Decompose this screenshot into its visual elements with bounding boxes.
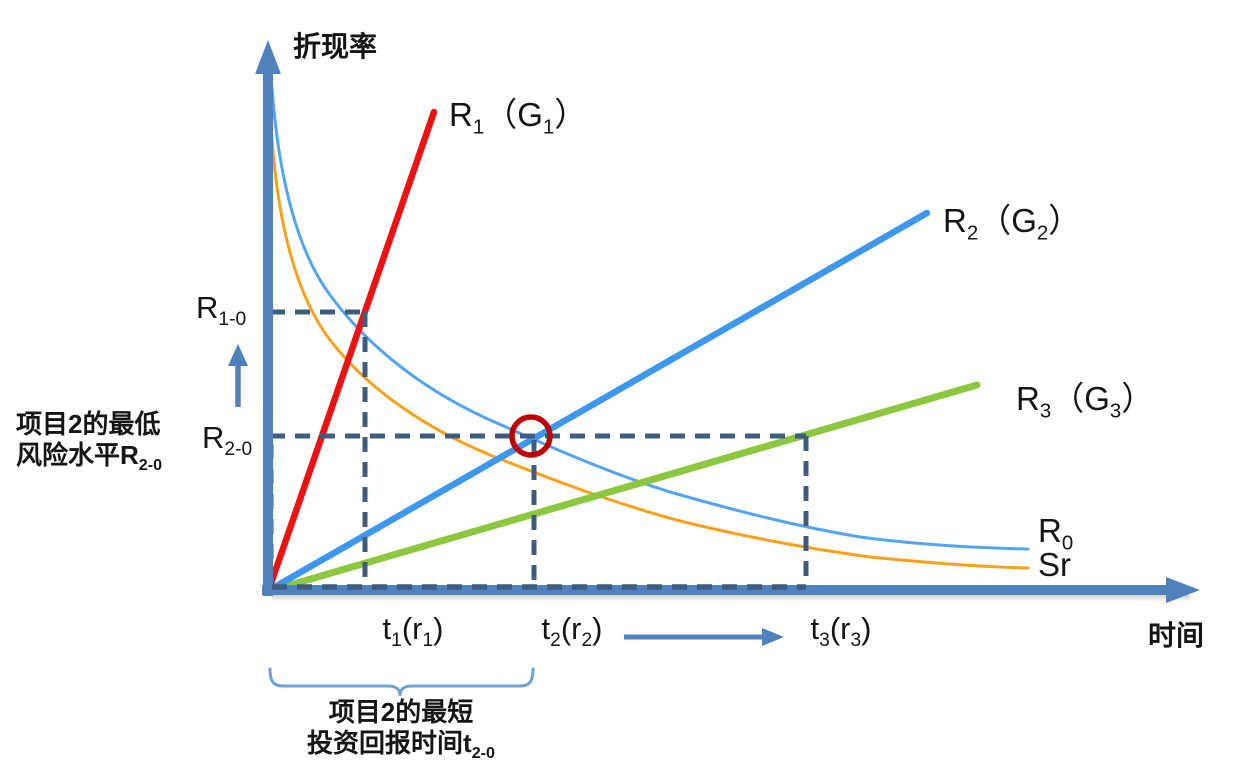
r2-line [262,209,931,596]
y-axis-arrowhead [255,40,281,74]
payback-time-annotation: 项目2的最短 投资回报时间t2-0 [307,697,495,763]
r3-line-label: R3（G3） [1016,380,1155,423]
t2-to-t3-arrow [624,628,784,646]
r0-curve [270,86,1030,551]
r3-line [262,381,981,596]
r1-line-label: R1（G1） [449,96,588,139]
axes [262,66,1172,596]
t1-tick-label: t1(r1) [382,611,444,652]
min-risk-annotation-line1: 项目2的最低 [16,409,161,439]
x-axis-title: 时间 [1148,620,1205,651]
y-axis-title: 折现率 [293,31,378,62]
r1-0-tick-label: R1-0 [196,290,247,331]
payback-time-annotation-line2: 投资回报时间t2-0 [307,728,495,763]
min-risk-annotation: 项目2的最低 风险水平R2-0 [16,409,163,475]
r0-curve-label: R0 [1038,512,1074,555]
t3-tick-label: t3(r3) [810,611,872,652]
r1-line [264,108,438,596]
intersection-circle [509,414,553,458]
payback-time-annotation-line1: 项目2的最短 [328,697,474,727]
r2-0-tick-label: R2-0 [202,420,253,461]
x-axis-shadow [272,595,1190,602]
sr-curve-label: Sr [1038,546,1071,583]
sr-curve [270,136,1030,570]
dashed-guides [268,309,809,588]
r2-line-label: R2（G2） [943,202,1082,245]
t2-tick-label: t2(r2) [541,611,603,652]
up-arrow [228,344,248,407]
min-risk-annotation-line2: 风险水平R2-0 [16,440,163,475]
payback-brace [268,667,535,697]
x-axis-arrowhead [1166,577,1200,603]
